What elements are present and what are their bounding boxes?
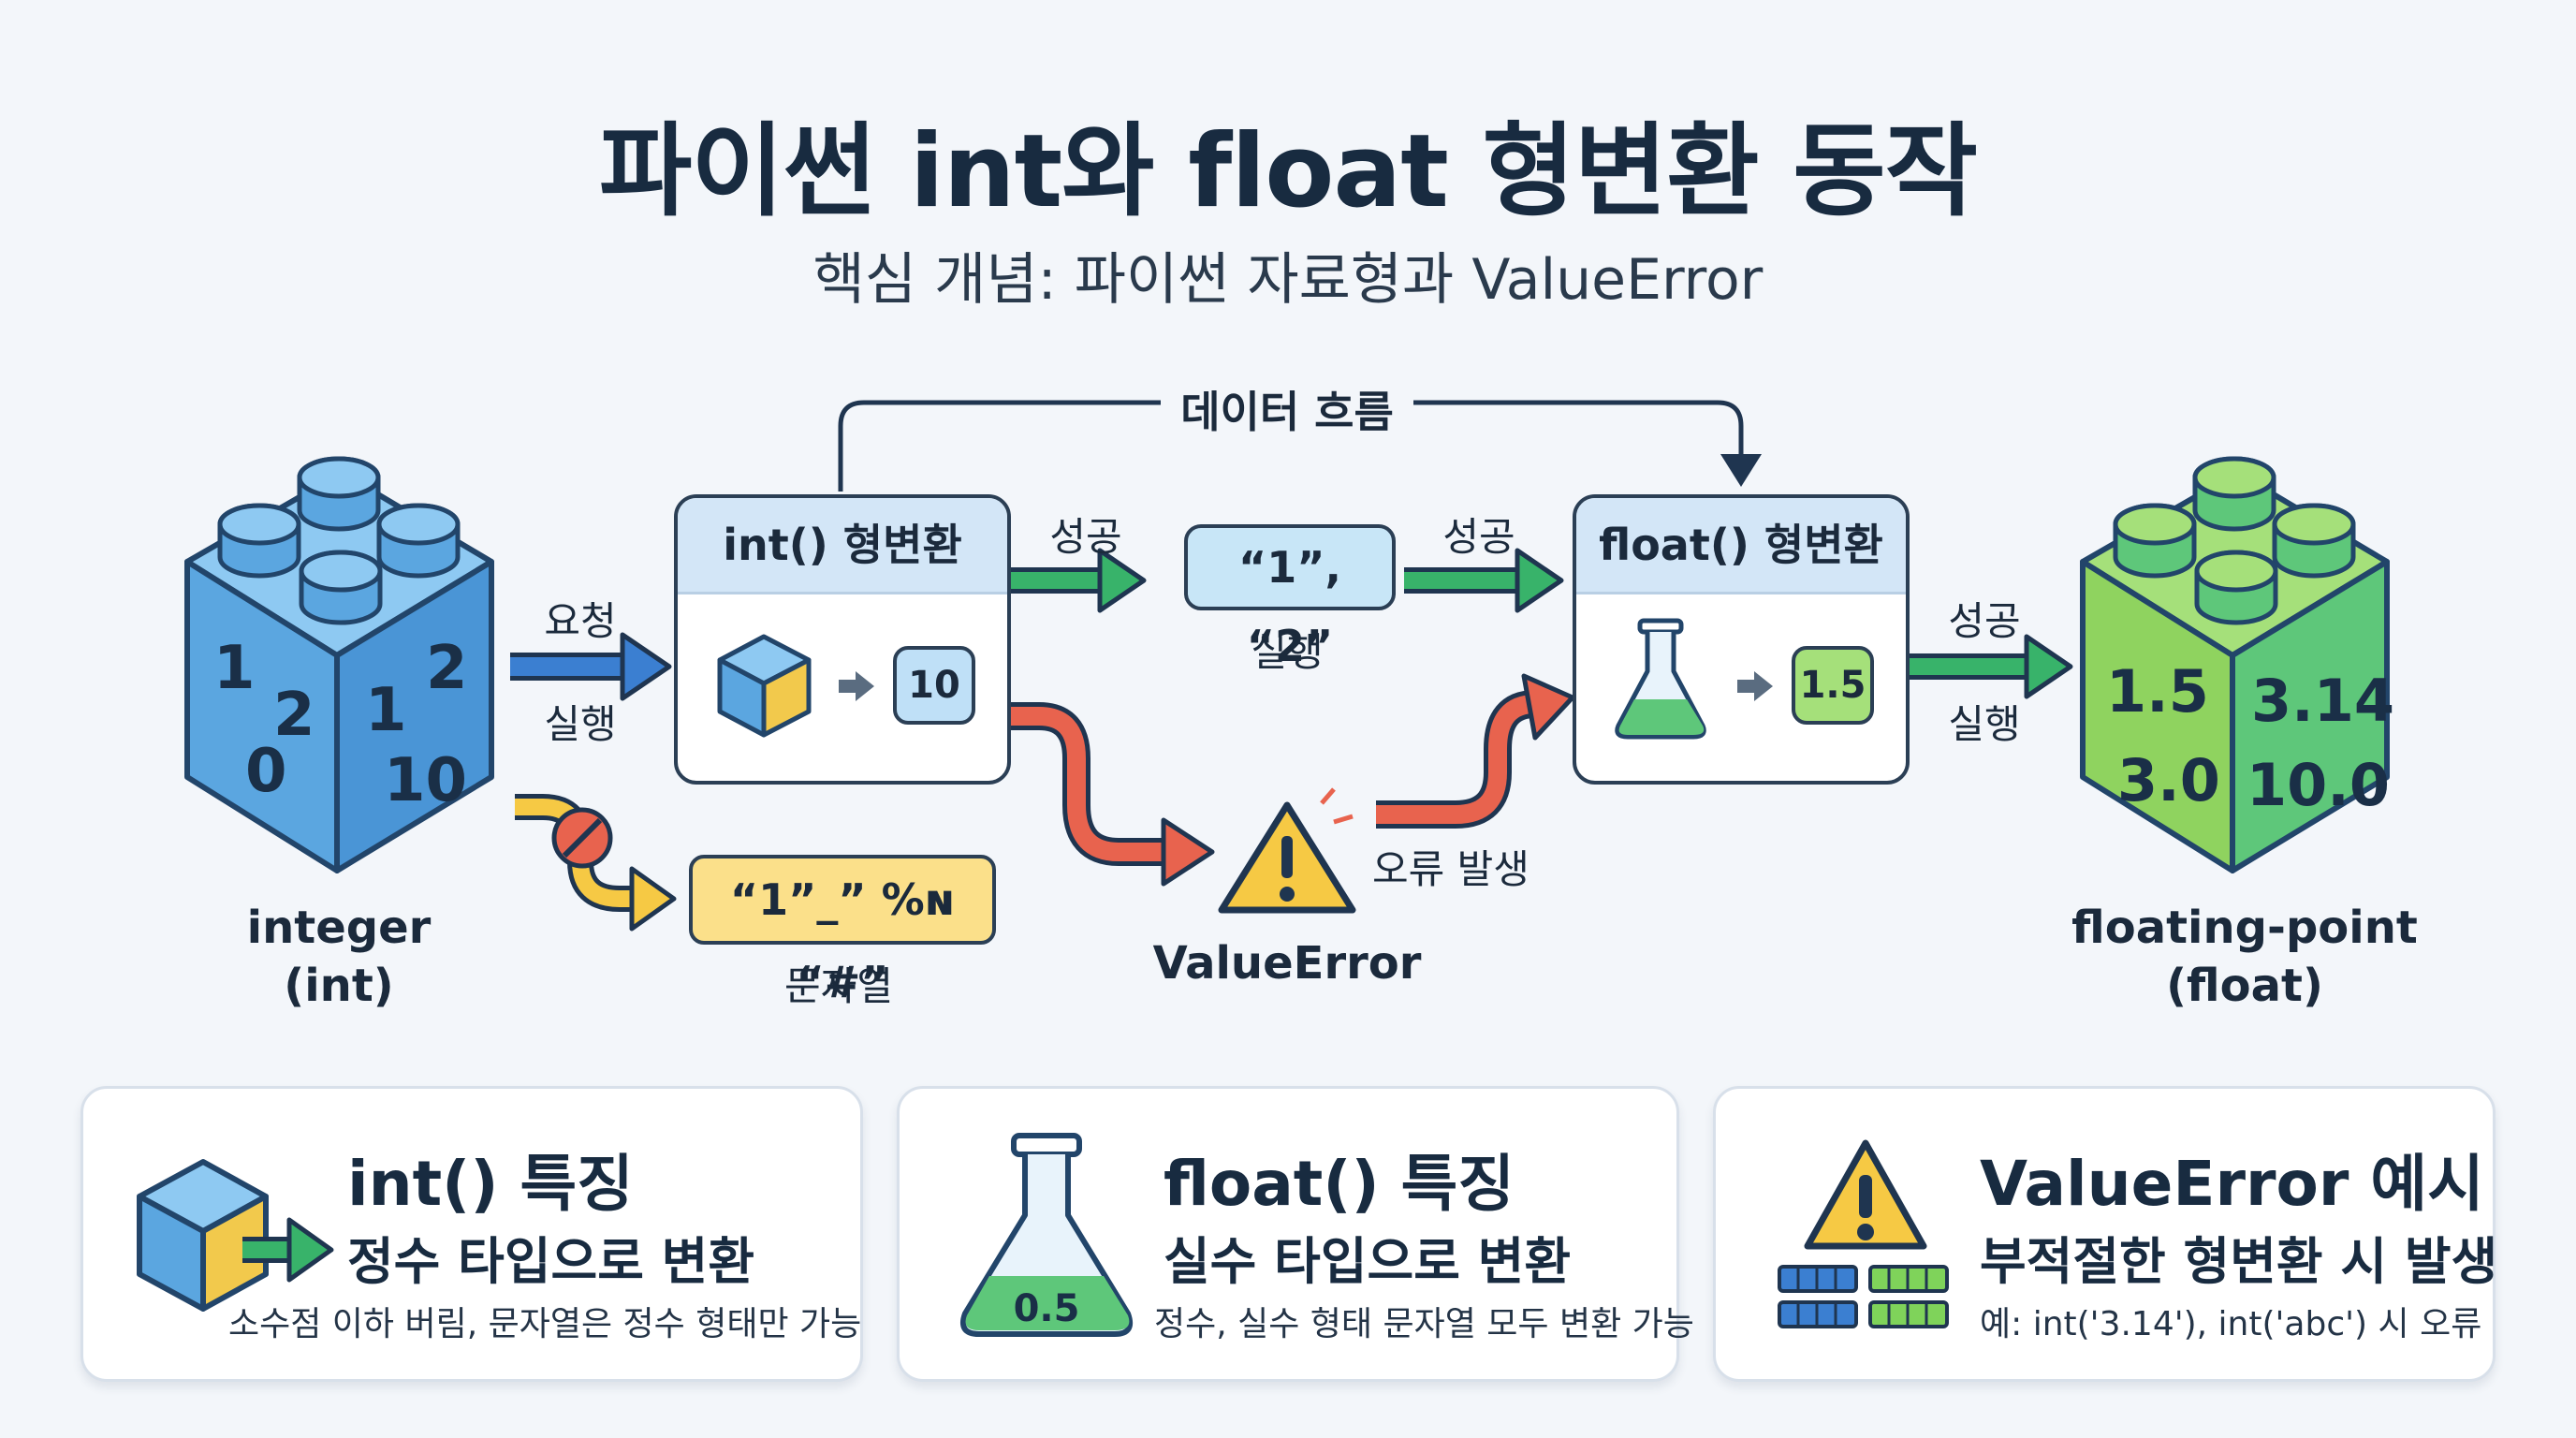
data-flow-connector bbox=[838, 400, 1161, 492]
float-cube-number: 3.14 bbox=[2251, 667, 2394, 735]
float-label-line1: floating-point bbox=[2071, 902, 2418, 954]
int-conversion-box: int() 형변환 10 bbox=[674, 494, 1011, 785]
card-description: 정수, 실수 형태 문자열 모두 변환 가능 bbox=[1154, 1305, 1694, 1343]
float-cube-number: 10.0 bbox=[2247, 751, 2390, 819]
card-subtitle: 실수 타입으로 변환 bbox=[1164, 1232, 1572, 1291]
float-feature-card: 0.5 float() 특징 실수 타입으로 변환 정수, 실수 형태 문자열 … bbox=[897, 1086, 1694, 1382]
float-cube-number: 1.5 bbox=[2106, 657, 2209, 726]
int-cube-icon: 1 2 0 1 2 10 bbox=[184, 456, 494, 873]
float-cube-icon: 1.5 3.0 3.14 10.0 bbox=[2080, 456, 2394, 873]
card-title: ValueError 예시 bbox=[1980, 1148, 2484, 1220]
data-flow-arrowhead bbox=[1720, 454, 1762, 487]
warning-icon bbox=[1218, 787, 1356, 914]
float-box-title: float() 형변환 bbox=[1576, 498, 1906, 594]
float-cube-label: floating-point (float) bbox=[2071, 899, 2418, 1016]
cube-icon bbox=[717, 634, 874, 738]
card-description: 소수점 이하 버림, 문자열은 정수 형태만 가능 bbox=[228, 1305, 862, 1343]
int-result-value: 10 bbox=[893, 646, 975, 725]
int-cube-number: 2 bbox=[426, 634, 468, 703]
int-cube-number: 1 bbox=[213, 634, 256, 703]
data-flow-label: 데이터 흐름 bbox=[1180, 387, 1394, 437]
int-cube-number: 2 bbox=[273, 681, 315, 750]
valueerror-card: ValueError 예시 부적절한 형변환 시 발생 예: int('3.14… bbox=[1713, 1086, 2498, 1382]
page-title: 파이썬 int와 float 형변환 동작 bbox=[599, 113, 1978, 230]
card-title: float() 특징 bbox=[1164, 1148, 1515, 1220]
warning-server-icon bbox=[1778, 1139, 1949, 1328]
request-label: 요청 bbox=[544, 598, 617, 644]
execute-label-1: 실행 bbox=[544, 701, 617, 747]
success-label-2: 성공 bbox=[1442, 514, 1515, 560]
int-label-line1: integer bbox=[246, 902, 432, 954]
card-subtitle: 정수 타입으로 변환 bbox=[347, 1232, 755, 1291]
int-cube-arrow-icon bbox=[137, 1159, 334, 1312]
int-box-title: int() 형변환 bbox=[678, 498, 1007, 594]
string-values-pill: “1”, “2” bbox=[1184, 524, 1396, 671]
int-cube-label: integer (int) bbox=[247, 899, 432, 1016]
execute-label-mid: 실행 bbox=[1251, 629, 1324, 675]
flask-icon: 0.5 bbox=[959, 1133, 1134, 1337]
float-conversion-box: float() 형변환 1.5 bbox=[1573, 494, 1910, 785]
flask-icon bbox=[1615, 618, 1773, 740]
float-result-value: 1.5 bbox=[1792, 646, 1874, 725]
float-cube-number: 3.0 bbox=[2117, 746, 2220, 814]
error-occur-label: 오류 발생 bbox=[1372, 846, 1530, 892]
float-label-line2: (float) bbox=[2166, 960, 2323, 1013]
flask-value: 0.5 bbox=[1014, 1287, 1080, 1330]
int-label-line2: (int) bbox=[284, 960, 394, 1013]
success-label-3: 성공 bbox=[1948, 598, 2021, 644]
int-cube-number: 1 bbox=[365, 676, 407, 745]
success-label-1: 성공 bbox=[1049, 514, 1122, 560]
card-title: int() 특징 bbox=[347, 1148, 634, 1220]
value-error-label: ValueError bbox=[1152, 937, 1422, 990]
card-description: 예: int('3.14'), int('abc') 시 오류 bbox=[1980, 1305, 2482, 1343]
int-cube-number: 10 bbox=[384, 746, 467, 815]
data-flow-connector-right bbox=[1413, 400, 1744, 459]
card-subtitle: 부적절한 형변환 시 발생 bbox=[1980, 1232, 2498, 1291]
int-cube-number: 0 bbox=[245, 737, 287, 806]
int-feature-card: int() 특징 정수 타입으로 변환 소수점 이하 버림, 문자열은 정수 형… bbox=[80, 1086, 863, 1382]
execute-label-3: 실행 bbox=[1948, 701, 2021, 747]
page-subtitle: 핵심 개념: 파이썬 자료형과 ValueError bbox=[812, 247, 1764, 313]
blocked-icon bbox=[551, 807, 613, 869]
string-label: 문자열 bbox=[784, 963, 893, 1009]
invalid-string-pill: “1”_” %ɴ “#” bbox=[689, 855, 996, 1007]
